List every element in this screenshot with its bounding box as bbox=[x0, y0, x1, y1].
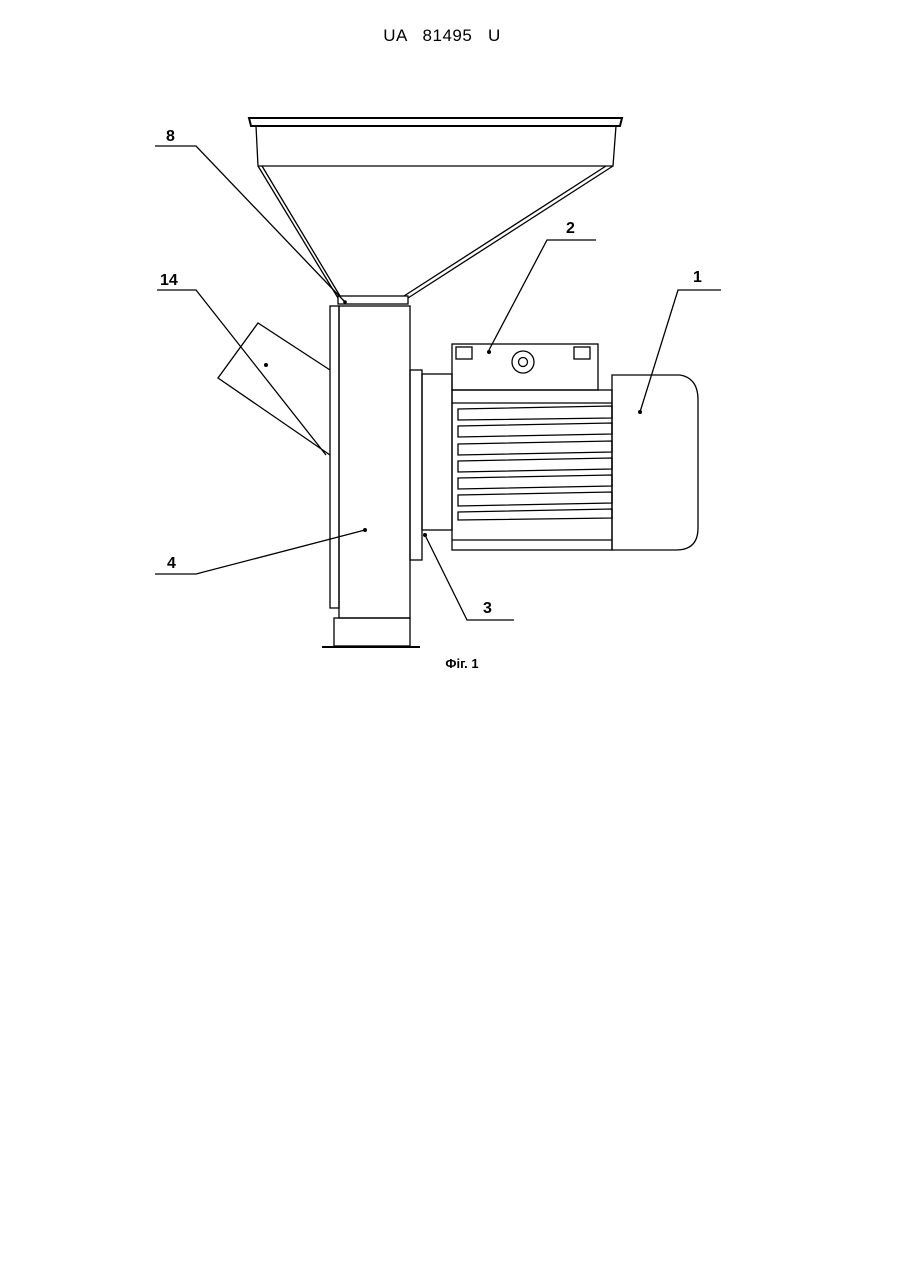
leader-lines bbox=[155, 146, 721, 620]
hopper bbox=[249, 118, 622, 304]
callout-14: 14 bbox=[160, 272, 178, 289]
callout-4: 4 bbox=[167, 555, 176, 572]
figure-caption: Фіг. 1 bbox=[402, 656, 522, 671]
callout-3: 3 bbox=[483, 600, 492, 617]
callout-8: 8 bbox=[166, 128, 175, 145]
callout-2: 2 bbox=[566, 220, 575, 237]
crusher-housing bbox=[322, 306, 420, 647]
callout-1: 1 bbox=[693, 269, 702, 286]
technical-drawing: 8 14 4 2 1 3 bbox=[0, 0, 901, 700]
coupling-flange bbox=[410, 370, 452, 560]
electric-motor bbox=[452, 344, 698, 550]
